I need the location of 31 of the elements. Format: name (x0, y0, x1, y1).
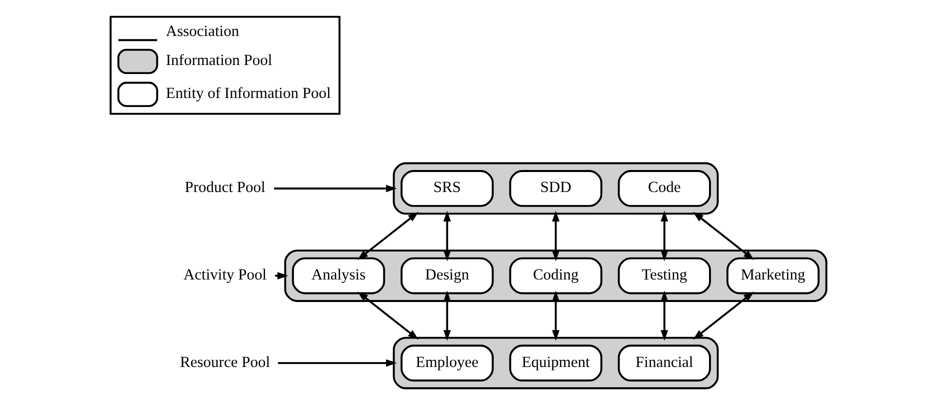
arrow (442, 210, 450, 262)
node-text: Product Pool (184, 179, 265, 196)
arrow (442, 290, 450, 341)
arrow (660, 290, 668, 341)
node-box: Financial (617, 344, 710, 382)
arrow (692, 292, 754, 340)
node-box: Code (617, 170, 710, 207)
node-text: Resource Pool (180, 354, 270, 371)
node-box: Coding (508, 257, 602, 294)
legend-label: Entity of Information Pool (165, 85, 330, 102)
cluster (392, 162, 718, 215)
arrow (692, 212, 754, 260)
node-box: Equipment (508, 344, 602, 382)
arrow (274, 184, 396, 192)
arrow (277, 359, 396, 367)
node-box: Employee (400, 344, 494, 382)
node-box: SRS (400, 170, 494, 207)
legend-label: Information Pool (165, 52, 272, 70)
arrow (552, 210, 560, 262)
node-box: SDD (508, 170, 602, 207)
node-box: Testing (617, 257, 710, 294)
arrow (660, 210, 668, 262)
node-box: Analysis (291, 257, 385, 294)
arrow (552, 290, 560, 341)
cluster (392, 336, 718, 390)
arrow (356, 212, 418, 260)
node-box: Marketing (726, 257, 820, 294)
node-box: Design (400, 257, 494, 294)
legend-label: Association (165, 23, 239, 40)
node-text: Activity Pool (182, 266, 266, 284)
arrow (356, 292, 418, 340)
